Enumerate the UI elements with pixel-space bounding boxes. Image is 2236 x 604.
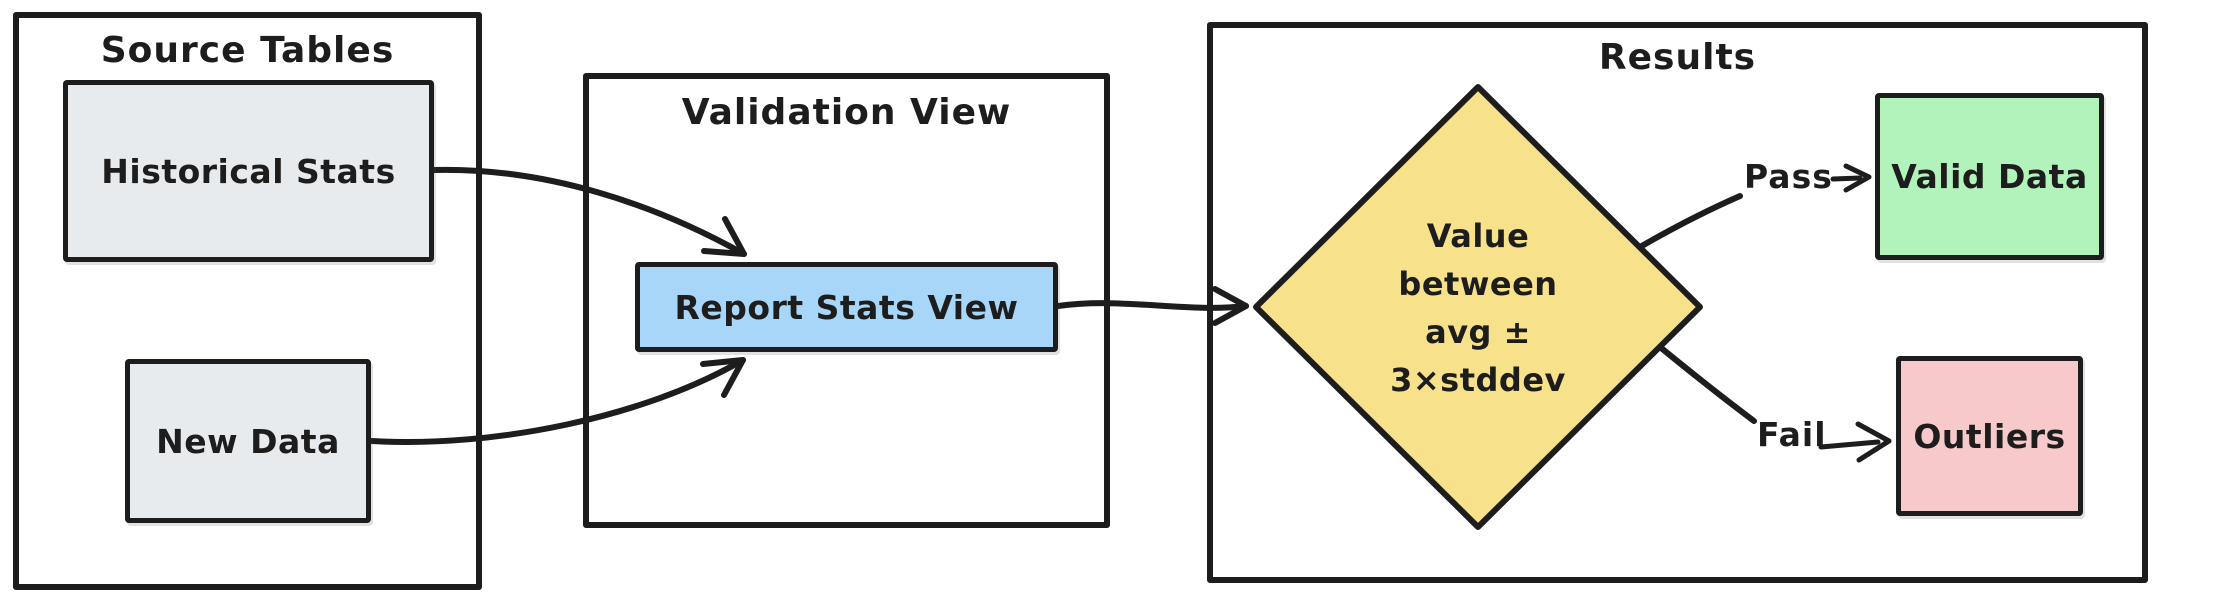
node-label-new-data: New Data [156,421,340,461]
decision-label: Value between avg ± 3×stddev [1318,212,1638,404]
node-historical-stats: Historical Stats [63,80,434,262]
group-title-source-tables: Source Tables [100,30,395,71]
node-label-outliers: Outliers [1913,416,2066,456]
node-label-valid-data: Valid Data [1891,157,2088,196]
decision-label-line-3: avg ± [1425,313,1531,351]
node-new-data: New Data [125,359,371,523]
fail-label: Fail [1757,415,1827,454]
group-source-tables: Source Tables [13,12,482,590]
group-title-results: Results [1598,37,1757,78]
node-label-historical-stats: Historical Stats [101,151,396,191]
node-report-stats-view: Report Stats View [635,262,1058,352]
node-valid-data: Valid Data [1875,93,2104,260]
decision-label-line-2: between [1398,265,1558,303]
decision-label-line-4: 3×stddev [1390,361,1566,399]
decision-label-line-1: Value [1426,217,1530,255]
group-title-validation-view: Validation View [681,92,1012,133]
node-label-report-stats-view: Report Stats View [674,287,1019,327]
pass-label: Pass [1744,157,1833,196]
node-outliers: Outliers [1896,356,2083,516]
